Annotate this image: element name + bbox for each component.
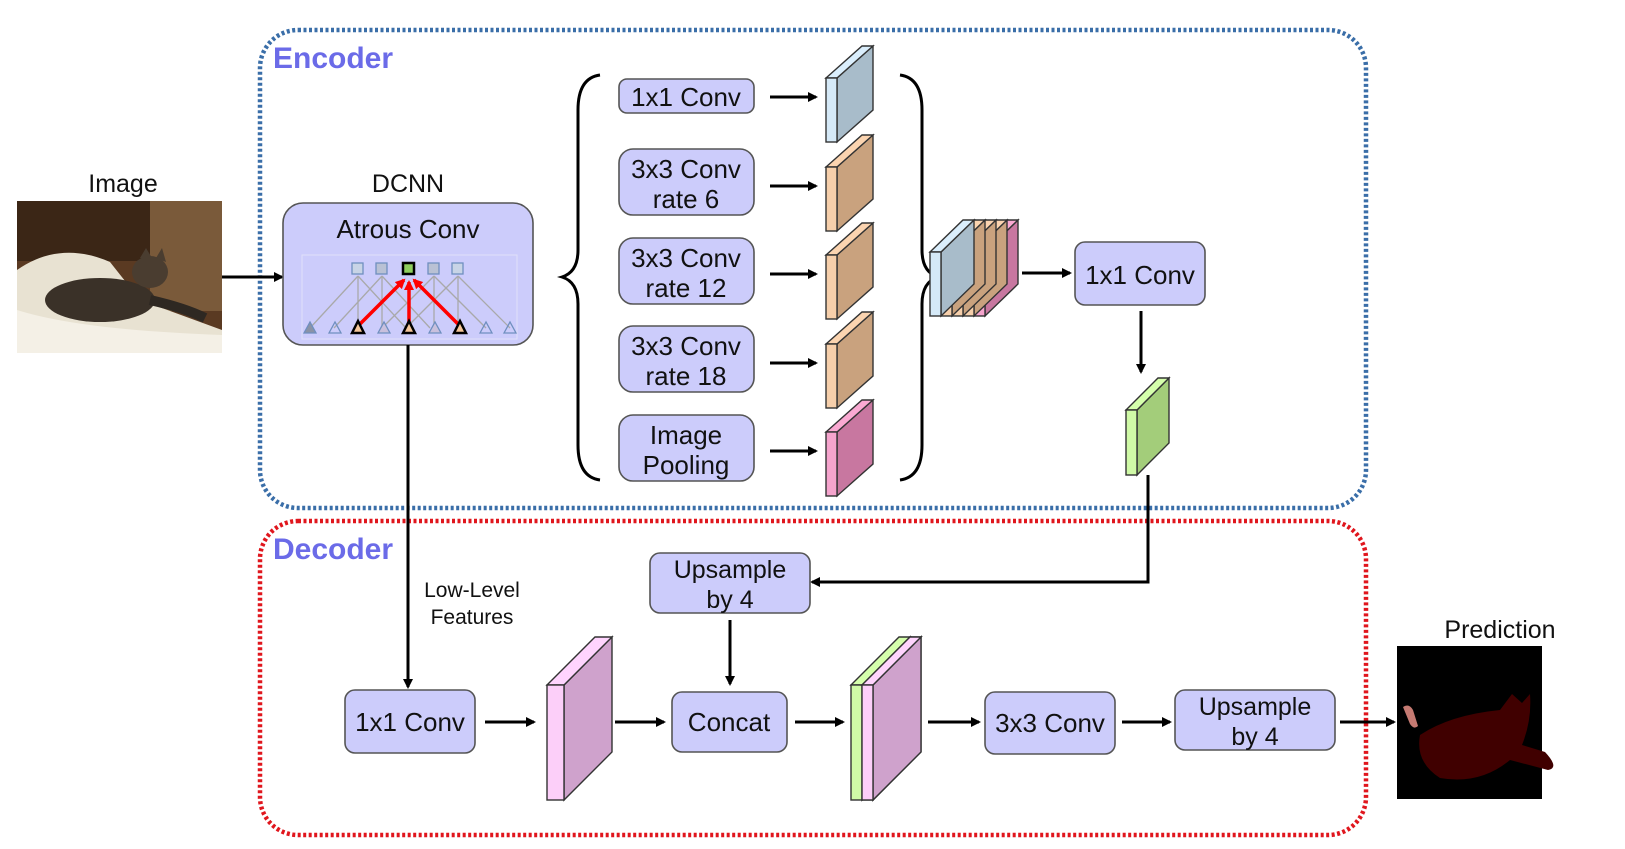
upsample-by4-box-a [649, 552, 811, 614]
svg-text:3x3 Conv: 3x3 Conv [631, 154, 741, 184]
svg-text:Upsample: Upsample [674, 556, 787, 584]
decoder-1x1-conv-label: 1x1 Conv [355, 707, 465, 737]
decoder-1x1-conv-box [344, 689, 476, 754]
aspp-concat-stack [928, 218, 1020, 318]
atrous-conv-illustration [301, 254, 518, 340]
concat-label: Concat [688, 707, 771, 737]
svg-text:by 4: by 4 [1231, 723, 1278, 751]
svg-text:rate 18: rate 18 [646, 361, 727, 391]
fuse-1x1-conv-box [1074, 241, 1206, 306]
encoder-label: Encoder [273, 42, 393, 75]
svg-text:by 4: by 4 [706, 586, 753, 614]
aspp-branch-1x1: 1x1 Conv [618, 78, 755, 114]
prediction-label: Prediction [1444, 616, 1555, 644]
svg-text:Pooling: Pooling [643, 450, 730, 480]
concat-box [671, 691, 788, 753]
aspp-branch-rate18: 3x3 Conv rate 18 [618, 325, 755, 393]
aspp-feature-block-5 [824, 398, 875, 498]
aspp-rate12-box [618, 237, 755, 305]
decoder-3x3-conv-box [984, 691, 1116, 755]
svg-text:Upsample: Upsample [1199, 693, 1312, 721]
low-level-features-label-1: Low-Level [424, 579, 520, 602]
decoder-label: Decoder [273, 533, 393, 566]
atrous-conv-label: Atrous Conv [336, 214, 479, 244]
arrow-encoder-to-upsample [810, 475, 1150, 587]
svg-text:rate 12: rate 12 [646, 273, 727, 303]
svg-text:1x1 Conv: 1x1 Conv [631, 82, 741, 112]
upsample-by4-box-b [1174, 689, 1336, 751]
prediction-mask-image [1397, 646, 1554, 799]
input-label: Image [88, 170, 157, 198]
decoder-3x3-conv-label: 3x3 Conv [995, 708, 1105, 738]
aspp-branch-image-pooling: Image Pooling [618, 414, 755, 482]
concat-mauve-front [860, 635, 923, 802]
svg-text:rate 6: rate 6 [653, 184, 720, 214]
fuse-1x1-conv-label: 1x1 Conv [1085, 260, 1195, 290]
low-level-feature-block [545, 635, 614, 802]
aspp-image-pooling-box [618, 414, 755, 482]
aspp-rate18-box [618, 325, 755, 393]
svg-text:Image: Image [650, 420, 722, 450]
dcnn-label: DCNN [372, 170, 444, 198]
aspp-feature-block-4 [824, 310, 875, 410]
svg-text:3x3 Conv: 3x3 Conv [631, 243, 741, 273]
input-image [17, 201, 222, 353]
mauve-feature-block [545, 635, 614, 802]
left-brace [556, 73, 601, 482]
aspp-1x1-conv-box [618, 78, 755, 114]
green-feature-block [1124, 376, 1171, 477]
low-level-features-label-2: Features [431, 606, 514, 629]
aspp-feature-block-2 [824, 133, 875, 233]
aspp-feature-block-3 [824, 221, 875, 321]
concat-feature-block [849, 635, 923, 802]
decoder-frame [257, 518, 1369, 838]
svg-text:3x3 Conv: 3x3 Conv [631, 331, 741, 361]
encoder-output-feature-block [1124, 376, 1171, 477]
aspp-feature-block-1 [824, 44, 875, 144]
aspp-feature-blocks [824, 44, 875, 498]
aspp-branch-rate12: 3x3 Conv rate 12 [618, 237, 755, 305]
aspp-branch-rate6: 3x3 Conv rate 6 [618, 148, 755, 216]
aspp-rate6-box [618, 148, 755, 216]
stack-layer-1 [928, 218, 976, 318]
